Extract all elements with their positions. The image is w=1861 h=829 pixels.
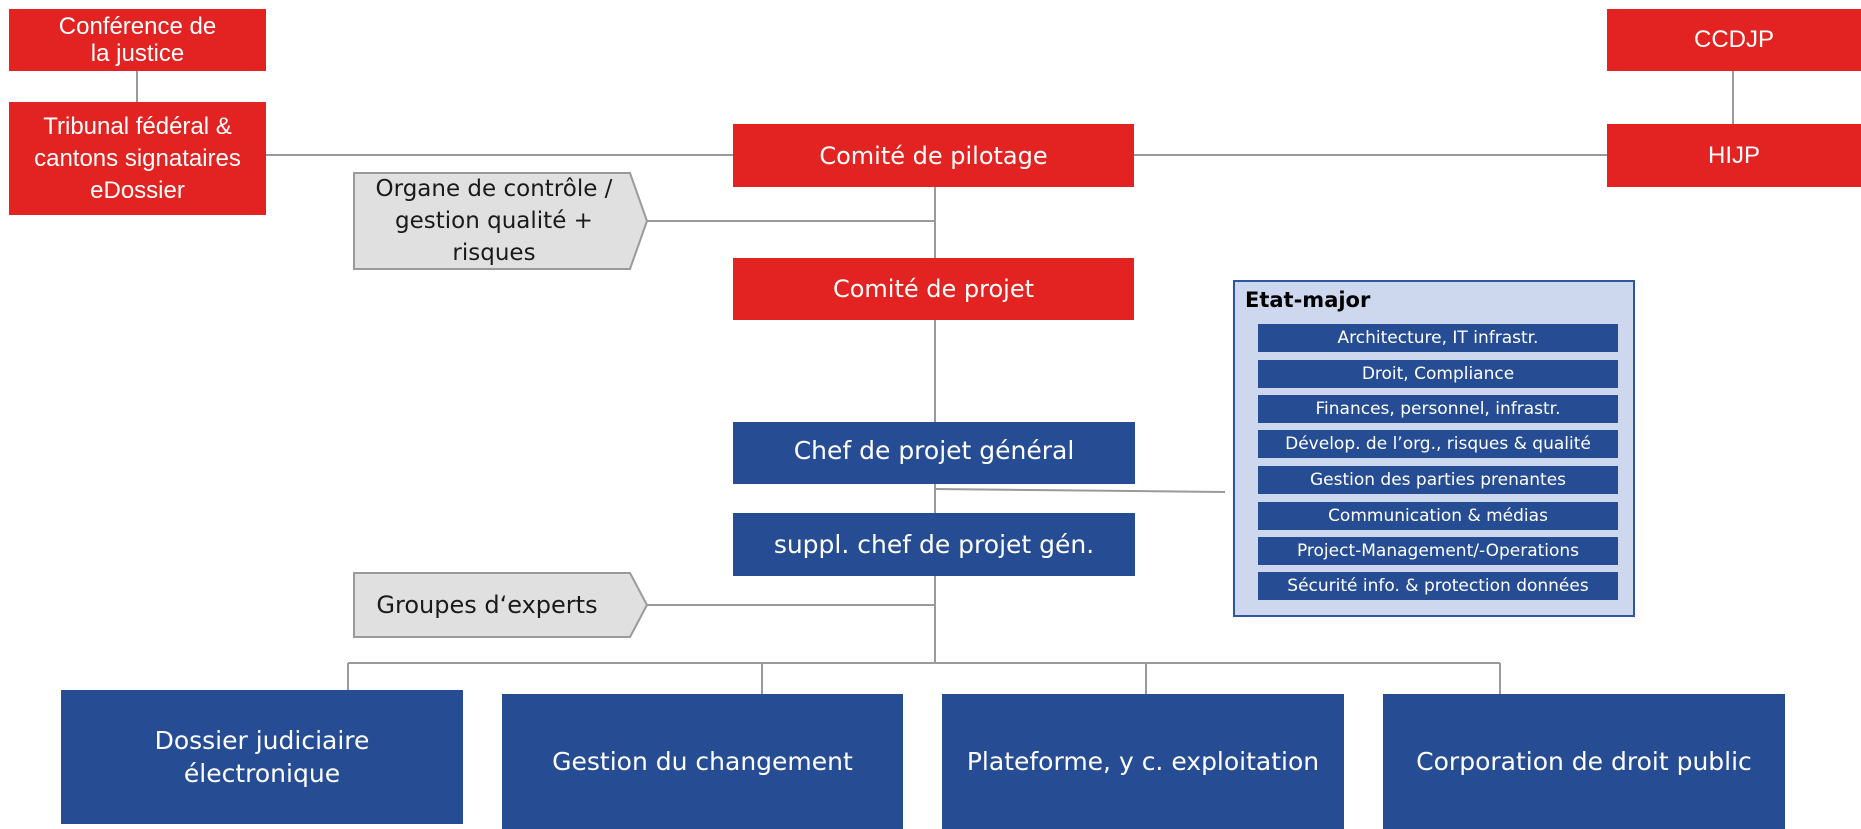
subproject-dossier-judiciaire: Dossier judiciaire électronique — [61, 690, 463, 824]
subproject-plateforme: Plateforme, y c. exploitation — [942, 694, 1344, 829]
staff-item-developpement: Dévelop. de l’org., risques & qualité — [1258, 430, 1618, 458]
node-suppl-chef-projet: suppl. chef de projet gén. — [733, 513, 1135, 576]
subproject-gestion-changement: Gestion du changement — [502, 694, 903, 829]
staff-item-finances: Finances, personnel, infrastr. — [1258, 395, 1618, 423]
staff-item-architecture: Architecture, IT infrastr. — [1258, 324, 1618, 352]
staff-item-parties-prenantes: Gestion des parties prenantes — [1258, 466, 1618, 494]
staff-item-communication: Communication & médias — [1258, 502, 1618, 530]
staff-item-droit: Droit, Compliance — [1258, 360, 1618, 388]
controle-chevron-shape — [353, 172, 649, 270]
staff-item-project-management: Project-Management/-Operations — [1258, 537, 1618, 565]
etat-major-title: Etat-major — [1245, 288, 1371, 312]
experts-chevron-shape — [353, 572, 649, 638]
staff-item-securite: Sécurité info. & protection données — [1258, 572, 1618, 600]
node-groupes-experts: Groupes d‘experts — [376, 591, 598, 619]
etat-major-panel: Etat-major Architecture, IT infrastr. Dr… — [1233, 280, 1635, 617]
node-organe-controle: Organe de contrôle / gestion qualité + r… — [375, 176, 613, 266]
node-conference-justice: Conférence de la justice — [9, 9, 266, 71]
node-comite-projet: Comité de projet — [733, 258, 1134, 320]
node-comite-pilotage: Comité de pilotage — [733, 124, 1134, 187]
node-chef-projet-general: Chef de projet général — [733, 422, 1135, 484]
node-hijp: HIJP — [1607, 124, 1861, 187]
subproject-corporation: Corporation de droit public — [1383, 694, 1785, 829]
node-tribunal-federal: Tribunal fédéral & cantons signataires e… — [9, 102, 266, 215]
node-ccdjp: CCDJP — [1607, 9, 1861, 71]
